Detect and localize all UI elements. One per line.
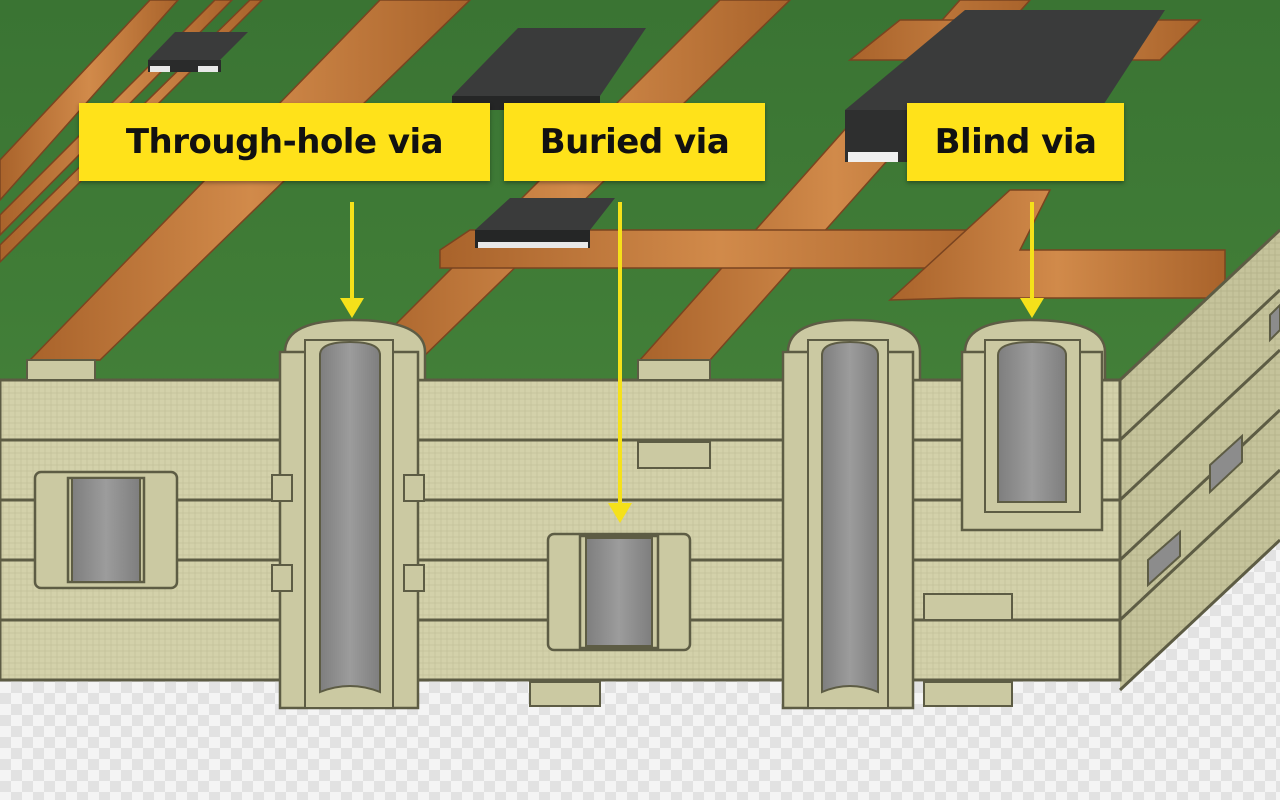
through-hole-via-label: Through-hole via xyxy=(79,103,490,181)
blind-via xyxy=(960,318,1107,532)
pointer-arrows xyxy=(340,202,1044,523)
bottom-pads xyxy=(529,681,1013,707)
left-embedded-via xyxy=(33,470,179,590)
through-hole-via-2 xyxy=(781,318,922,710)
top-pads xyxy=(26,359,711,381)
inner-pads xyxy=(637,441,1013,621)
buried-via xyxy=(546,532,692,652)
laminate-stack xyxy=(0,378,1122,682)
through-hole-via xyxy=(271,318,427,710)
buried-via-label: Buried via xyxy=(504,103,765,181)
blind-via-label: Blind via xyxy=(907,103,1124,181)
